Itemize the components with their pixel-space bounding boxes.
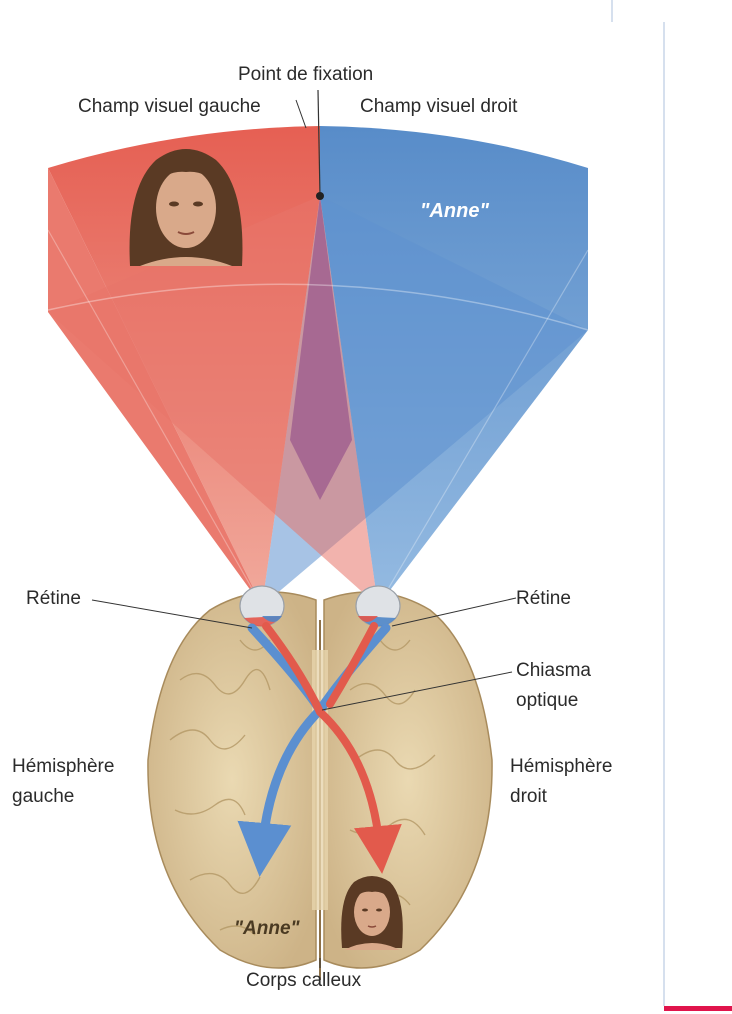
label-corps-calleux: Corps calleux [246,970,362,991]
brain [147,591,493,980]
accent-bar [664,1006,732,1011]
field-radial-left [47,229,263,607]
overlap-region [290,196,352,500]
eye-left-icon [239,585,285,627]
optic-pathway-left-nasal [326,622,378,708]
label-anne-field: "Anne" [420,200,489,222]
fixation-leader-line [317,89,321,197]
label-chiasma-optique: Chiasma optique [516,660,591,711]
label-hemisphere-gauche: Hémisphère gauche [12,756,115,807]
fixation-point [316,192,324,200]
label-hemisphere-droit: Hémisphère droit [510,756,613,807]
label-champ-visuel-gauche: Champ visuel gauche [78,96,261,117]
optic-pathway-right-to-right-hemisphere [262,622,402,874]
woman-face-icon [129,149,243,266]
field-radial-right [377,249,589,607]
retine-right-leader [391,597,517,627]
retine-left-leader [91,599,253,629]
corpus-callosum [312,650,328,910]
left-field-leader [295,99,307,129]
chiasma-leader [321,671,513,711]
label-anne-brain: "Anne" [234,918,300,939]
label-retine-left: Rétine [26,588,81,609]
field-arc [47,283,589,331]
right-eye-cone-red [48,196,378,606]
woman-face-icon-small [341,876,403,950]
eye-right-icon [355,585,401,627]
label-champ-visuel-droit: Champ visuel droit [360,96,518,117]
label-point-fixation: Point de fixation [238,64,374,85]
label-retine-right: Rétine [516,588,571,609]
